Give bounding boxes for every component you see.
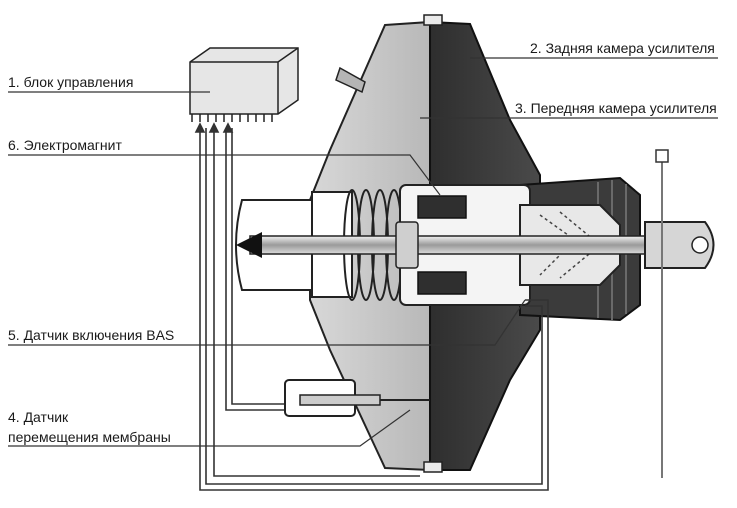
membrane-sensor	[284, 379, 430, 417]
housing-clip-top	[423, 14, 443, 26]
force-arrow-icon	[236, 232, 262, 258]
label-bas-sensor: 5. Датчик включения BAS	[8, 327, 175, 343]
label-front-chamber: 3. Передняя камера усилителя	[515, 100, 717, 116]
label-control-unit: 1. блок управления	[8, 74, 134, 90]
control-unit	[189, 47, 299, 122]
push-rod	[236, 221, 715, 269]
leader-lines	[8, 57, 718, 447]
label-membrane-sensor-line1: 4. Датчик	[8, 409, 69, 425]
housing-clip-bottom	[423, 461, 443, 473]
electromagnet-coil-bottom	[417, 271, 467, 295]
label-membrane-sensor-line2: перемещения мембраны	[8, 429, 171, 445]
electromagnet-coil-top	[417, 195, 467, 219]
label-electromagnet: 6. Электромагнит	[8, 137, 122, 153]
label-rear-chamber: 2. Задняя камера усилителя	[530, 40, 715, 56]
wiring	[194, 122, 549, 491]
pedal-post	[655, 149, 669, 478]
